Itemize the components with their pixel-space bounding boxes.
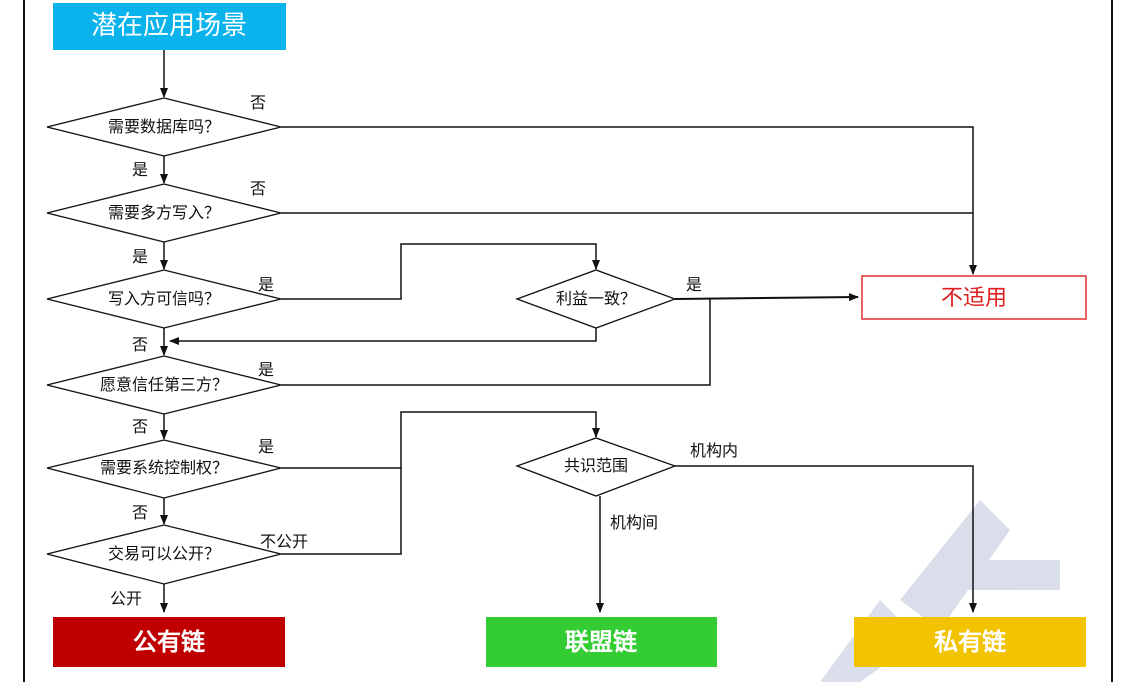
result-not-applicable: 不适用 — [861, 275, 1087, 320]
decision-interest: 利益一致？ — [515, 269, 677, 329]
result-not-applicable-label: 不适用 — [941, 286, 1007, 311]
label-need-db-yes: 是 — [132, 160, 148, 179]
result-consortium-chain: 联盟链 — [486, 617, 717, 667]
label-tx-not-public: 不公开 — [260, 532, 308, 551]
label-multi-write-no: 否 — [250, 179, 266, 198]
label-system-control-yes: 是 — [258, 437, 274, 456]
label-writer-trust-no: 否 — [132, 335, 148, 354]
label-third-party-no: 否 — [132, 417, 148, 436]
edge-labels: 否 是 否 是 是 是 否 是 否 是 否 不公开 公开 机构内 机构间 — [110, 93, 738, 608]
label-tx-public: 公开 — [110, 589, 142, 608]
edge-systemcontrol-consensus — [281, 411, 600, 469]
edge-thirdparty-notapplicable — [281, 299, 711, 386]
edge-interest-notapplicable — [674, 293, 859, 302]
result-public-chain: 公有链 — [53, 617, 285, 667]
result-consortium-chain-label: 联盟链 — [565, 628, 638, 656]
label-third-party-yes: 是 — [258, 360, 274, 379]
decision-system-control: 需要系统控制权？ — [46, 439, 282, 499]
label-within-org: 机构内 — [690, 441, 738, 460]
decision-need-db-label: 需要数据库吗？ — [108, 117, 220, 136]
edge-txpublic-consensus — [281, 468, 402, 555]
result-private-chain: 私有链 — [854, 617, 1086, 667]
result-private-chain-label: 私有链 — [934, 628, 1007, 656]
decision-interest-label: 利益一致？ — [556, 289, 636, 308]
decision-third-party: 愿意信任第三方？ — [46, 355, 282, 415]
label-need-db-no: 否 — [250, 93, 266, 112]
connectors — [160, 50, 977, 613]
edge-interest-back — [169, 328, 597, 345]
label-interest-yes: 是 — [686, 275, 702, 294]
label-between-orgs: 机构间 — [610, 513, 658, 532]
edge-needdb-notapplicable — [281, 126, 977, 275]
start-box-bg — [53, 3, 286, 50]
label-multi-write-yes: 是 — [132, 247, 148, 266]
start-box: 潜在应用场景 — [53, 3, 286, 50]
decision-consensus: 共识范围 — [515, 437, 677, 497]
decision-writer-trust: 写入方可信吗？ — [46, 269, 282, 329]
decision-need-db: 需要数据库吗？ — [46, 97, 282, 157]
start-box-label: 潜在应用场景 — [91, 11, 247, 41]
decision-multi-write: 需要多方写入？ — [46, 183, 282, 243]
edge-writertrust-interest — [281, 243, 600, 300]
decision-consensus-label: 共识范围 — [564, 456, 628, 475]
decision-multi-write-label: 需要多方写入？ — [108, 203, 220, 222]
decision-tx-public-label: 交易可以公开？ — [108, 544, 220, 563]
label-writer-trust-yes: 是 — [258, 275, 274, 294]
decision-writer-trust-label: 写入方可信吗？ — [108, 289, 220, 308]
label-system-control-no: 否 — [132, 503, 148, 522]
decision-system-control-label: 需要系统控制权？ — [100, 458, 228, 477]
result-public-chain-label: 公有链 — [133, 628, 206, 656]
decision-third-party-label: 愿意信任第三方？ — [100, 375, 228, 394]
edge-consensus-privatechain — [675, 465, 977, 613]
decision-tx-public: 交易可以公开？ — [46, 524, 282, 585]
